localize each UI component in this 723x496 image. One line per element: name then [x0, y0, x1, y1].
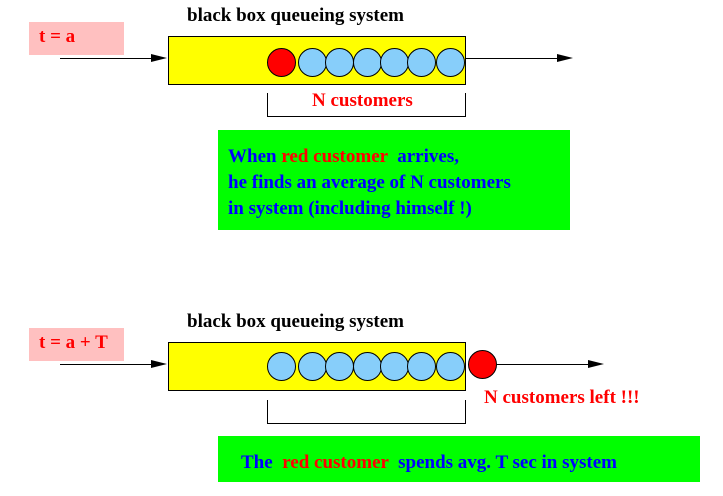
time-label-departure: t = a + T	[29, 328, 124, 361]
input-arrow-line	[60, 364, 152, 365]
customer	[407, 48, 436, 77]
customer	[380, 352, 409, 381]
note-line-3: in system (including himself !)	[228, 198, 472, 219]
note-line-1: When red customer arrives,	[228, 144, 459, 170]
customer	[407, 352, 436, 381]
input-arrow-line	[60, 58, 152, 59]
customer	[436, 48, 465, 77]
time-label-text: t = a + T	[39, 332, 108, 353]
note-highlight: red customer	[281, 146, 388, 167]
note-line-2: he finds an average of N customers	[228, 172, 511, 193]
note-line-1: The red customer spends avg. T sec in sy…	[241, 450, 617, 476]
customer	[298, 48, 327, 77]
note-text: When	[228, 146, 282, 167]
departure-note-box: The red customer spends avg. T sec in sy…	[218, 436, 700, 482]
note-text: The	[241, 452, 283, 473]
n-customers-bracket	[267, 93, 466, 117]
input-arrow-head	[151, 54, 167, 62]
customer	[267, 352, 296, 381]
output-arrow-head	[588, 360, 604, 368]
n-customers-label: N customers	[312, 90, 413, 111]
customer	[353, 352, 382, 381]
input-arrow-head	[151, 360, 167, 368]
queue-title: black box queueing system	[187, 311, 404, 332]
customers-bracket	[267, 400, 466, 424]
arriving-red-customer	[267, 48, 296, 77]
customer	[353, 48, 382, 77]
output-arrow-head	[557, 54, 573, 62]
queue-title: black box queueing system	[187, 5, 404, 26]
customer	[325, 352, 354, 381]
customers-left-label: N customers left !!!	[484, 387, 640, 408]
departing-red-customer	[468, 350, 497, 379]
output-arrow-line	[466, 58, 560, 59]
note-text: arrives,	[387, 146, 459, 167]
arrival-note-box: When red customer arrives, he finds an a…	[218, 130, 570, 230]
customer	[325, 48, 354, 77]
customer	[380, 48, 409, 77]
note-highlight: red customer	[282, 452, 389, 473]
customer	[436, 352, 465, 381]
customer	[298, 352, 327, 381]
output-arrow-line	[497, 364, 594, 365]
time-label-text: t = a	[39, 26, 76, 47]
note-text: spends avg. T sec in system	[388, 452, 617, 473]
time-label-arrival: t = a	[29, 22, 124, 55]
